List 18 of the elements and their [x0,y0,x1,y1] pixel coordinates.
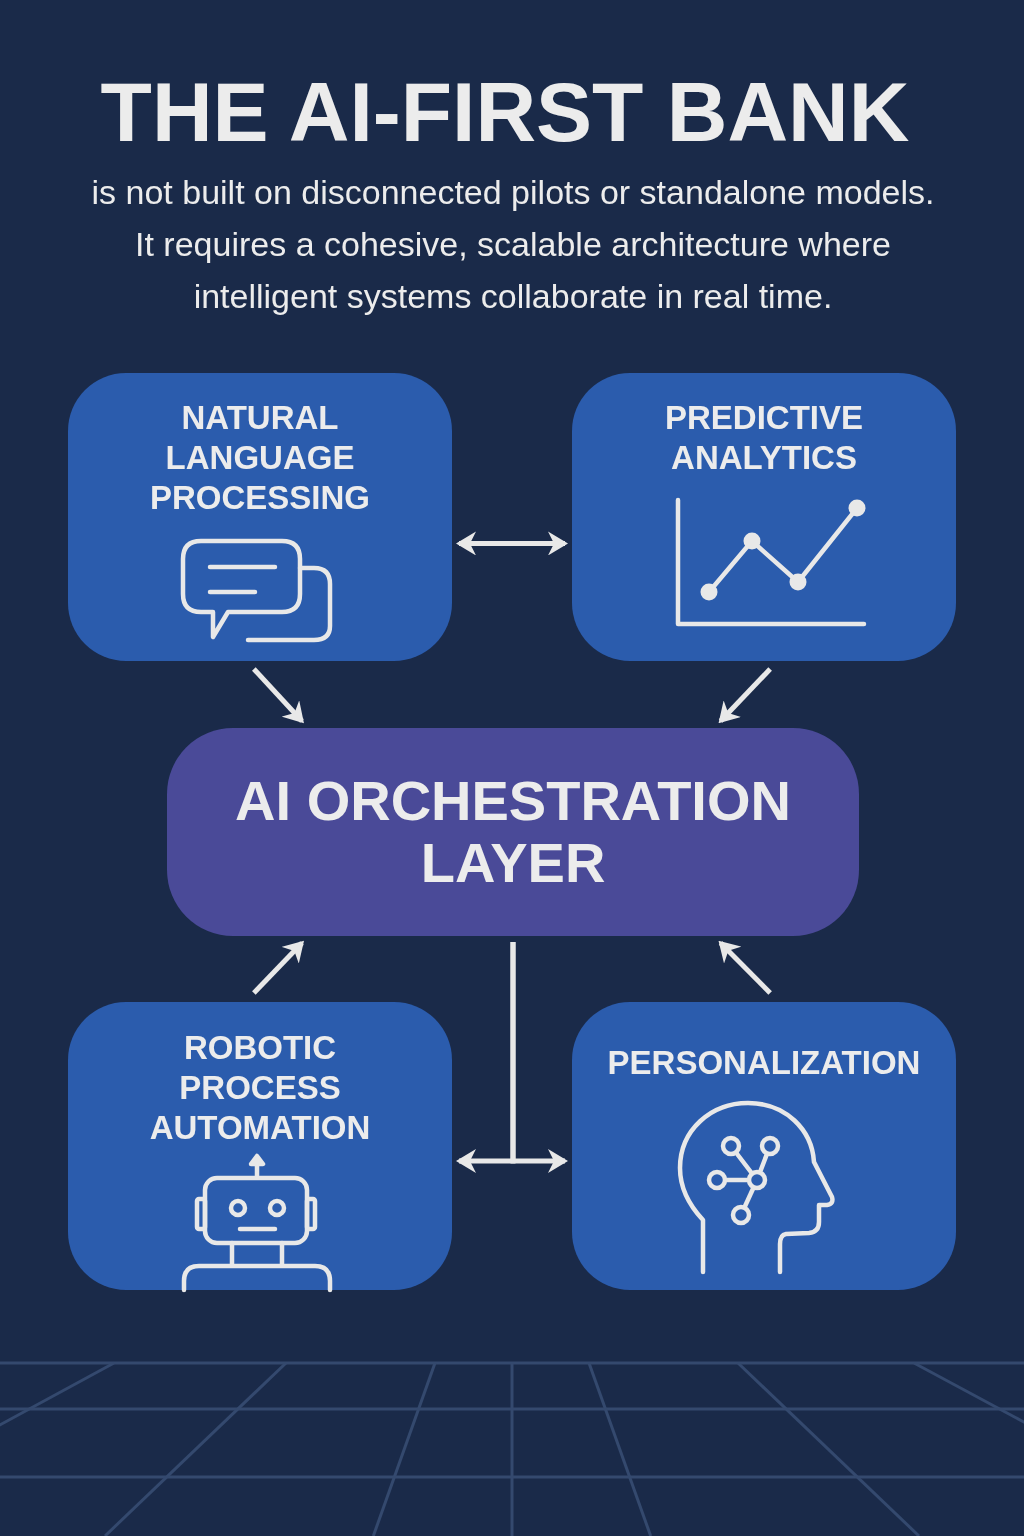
arrow [252,940,304,995]
node-title: PREDICTIVE ANALYTICS [663,398,864,478]
title: THE AI-FIRST BANK [99,64,911,161]
hub-box [167,728,859,936]
node-title: AI ORCHESTRATION LAYER [234,770,792,894]
process-box [68,1002,452,1290]
double-arrow [456,531,568,556]
process-box [572,1002,956,1290]
arrow [718,940,772,995]
node-title: NATURAL LANGUAGE PROCESSING [148,398,371,518]
subtitle: is not built on disconnected pilots or standalone models. It requires a cohesive, scalable architecture where intelligent systems collaborate in real time. [90,172,936,317]
arrow [510,942,568,1173]
arrow [718,667,772,724]
process-box [572,373,956,661]
process-box [68,373,452,661]
node-title: ROBOTIC PROCESS AUTOMATION [148,1028,372,1148]
arrow [252,667,304,724]
node-title: PERSONALIZATION [606,1043,922,1083]
